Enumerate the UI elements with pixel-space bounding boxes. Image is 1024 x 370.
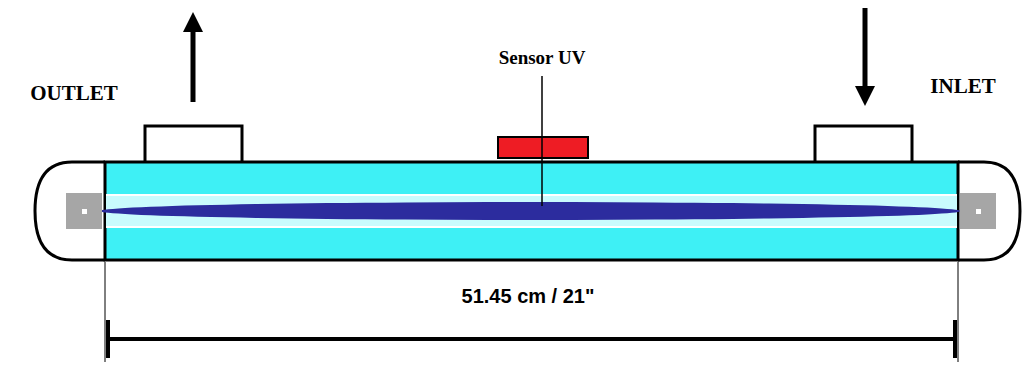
sensor-leader-line [541,76,543,206]
inlet-arrow [863,8,868,96]
extension-line [105,262,106,362]
port-label: OUTLET [30,82,118,105]
uv-sensor [498,137,588,158]
sensor-label: Sensor UV [499,48,586,69]
inlet-port [815,126,912,164]
dimension-tick [953,320,957,358]
extension-line [958,262,959,362]
uv-lamp [100,202,960,220]
outlet-arrow [191,22,196,102]
left-end-cap [35,162,105,260]
outlet-port [145,126,242,164]
lamp-socket [66,193,102,229]
lamp-socket [960,193,996,229]
dimension-label: 51.45 cm / 21" [462,285,595,307]
dimension-tick [106,320,110,358]
dimension-line [108,337,955,341]
right-end-cap [958,162,1020,260]
port-label: INLET [930,75,995,98]
